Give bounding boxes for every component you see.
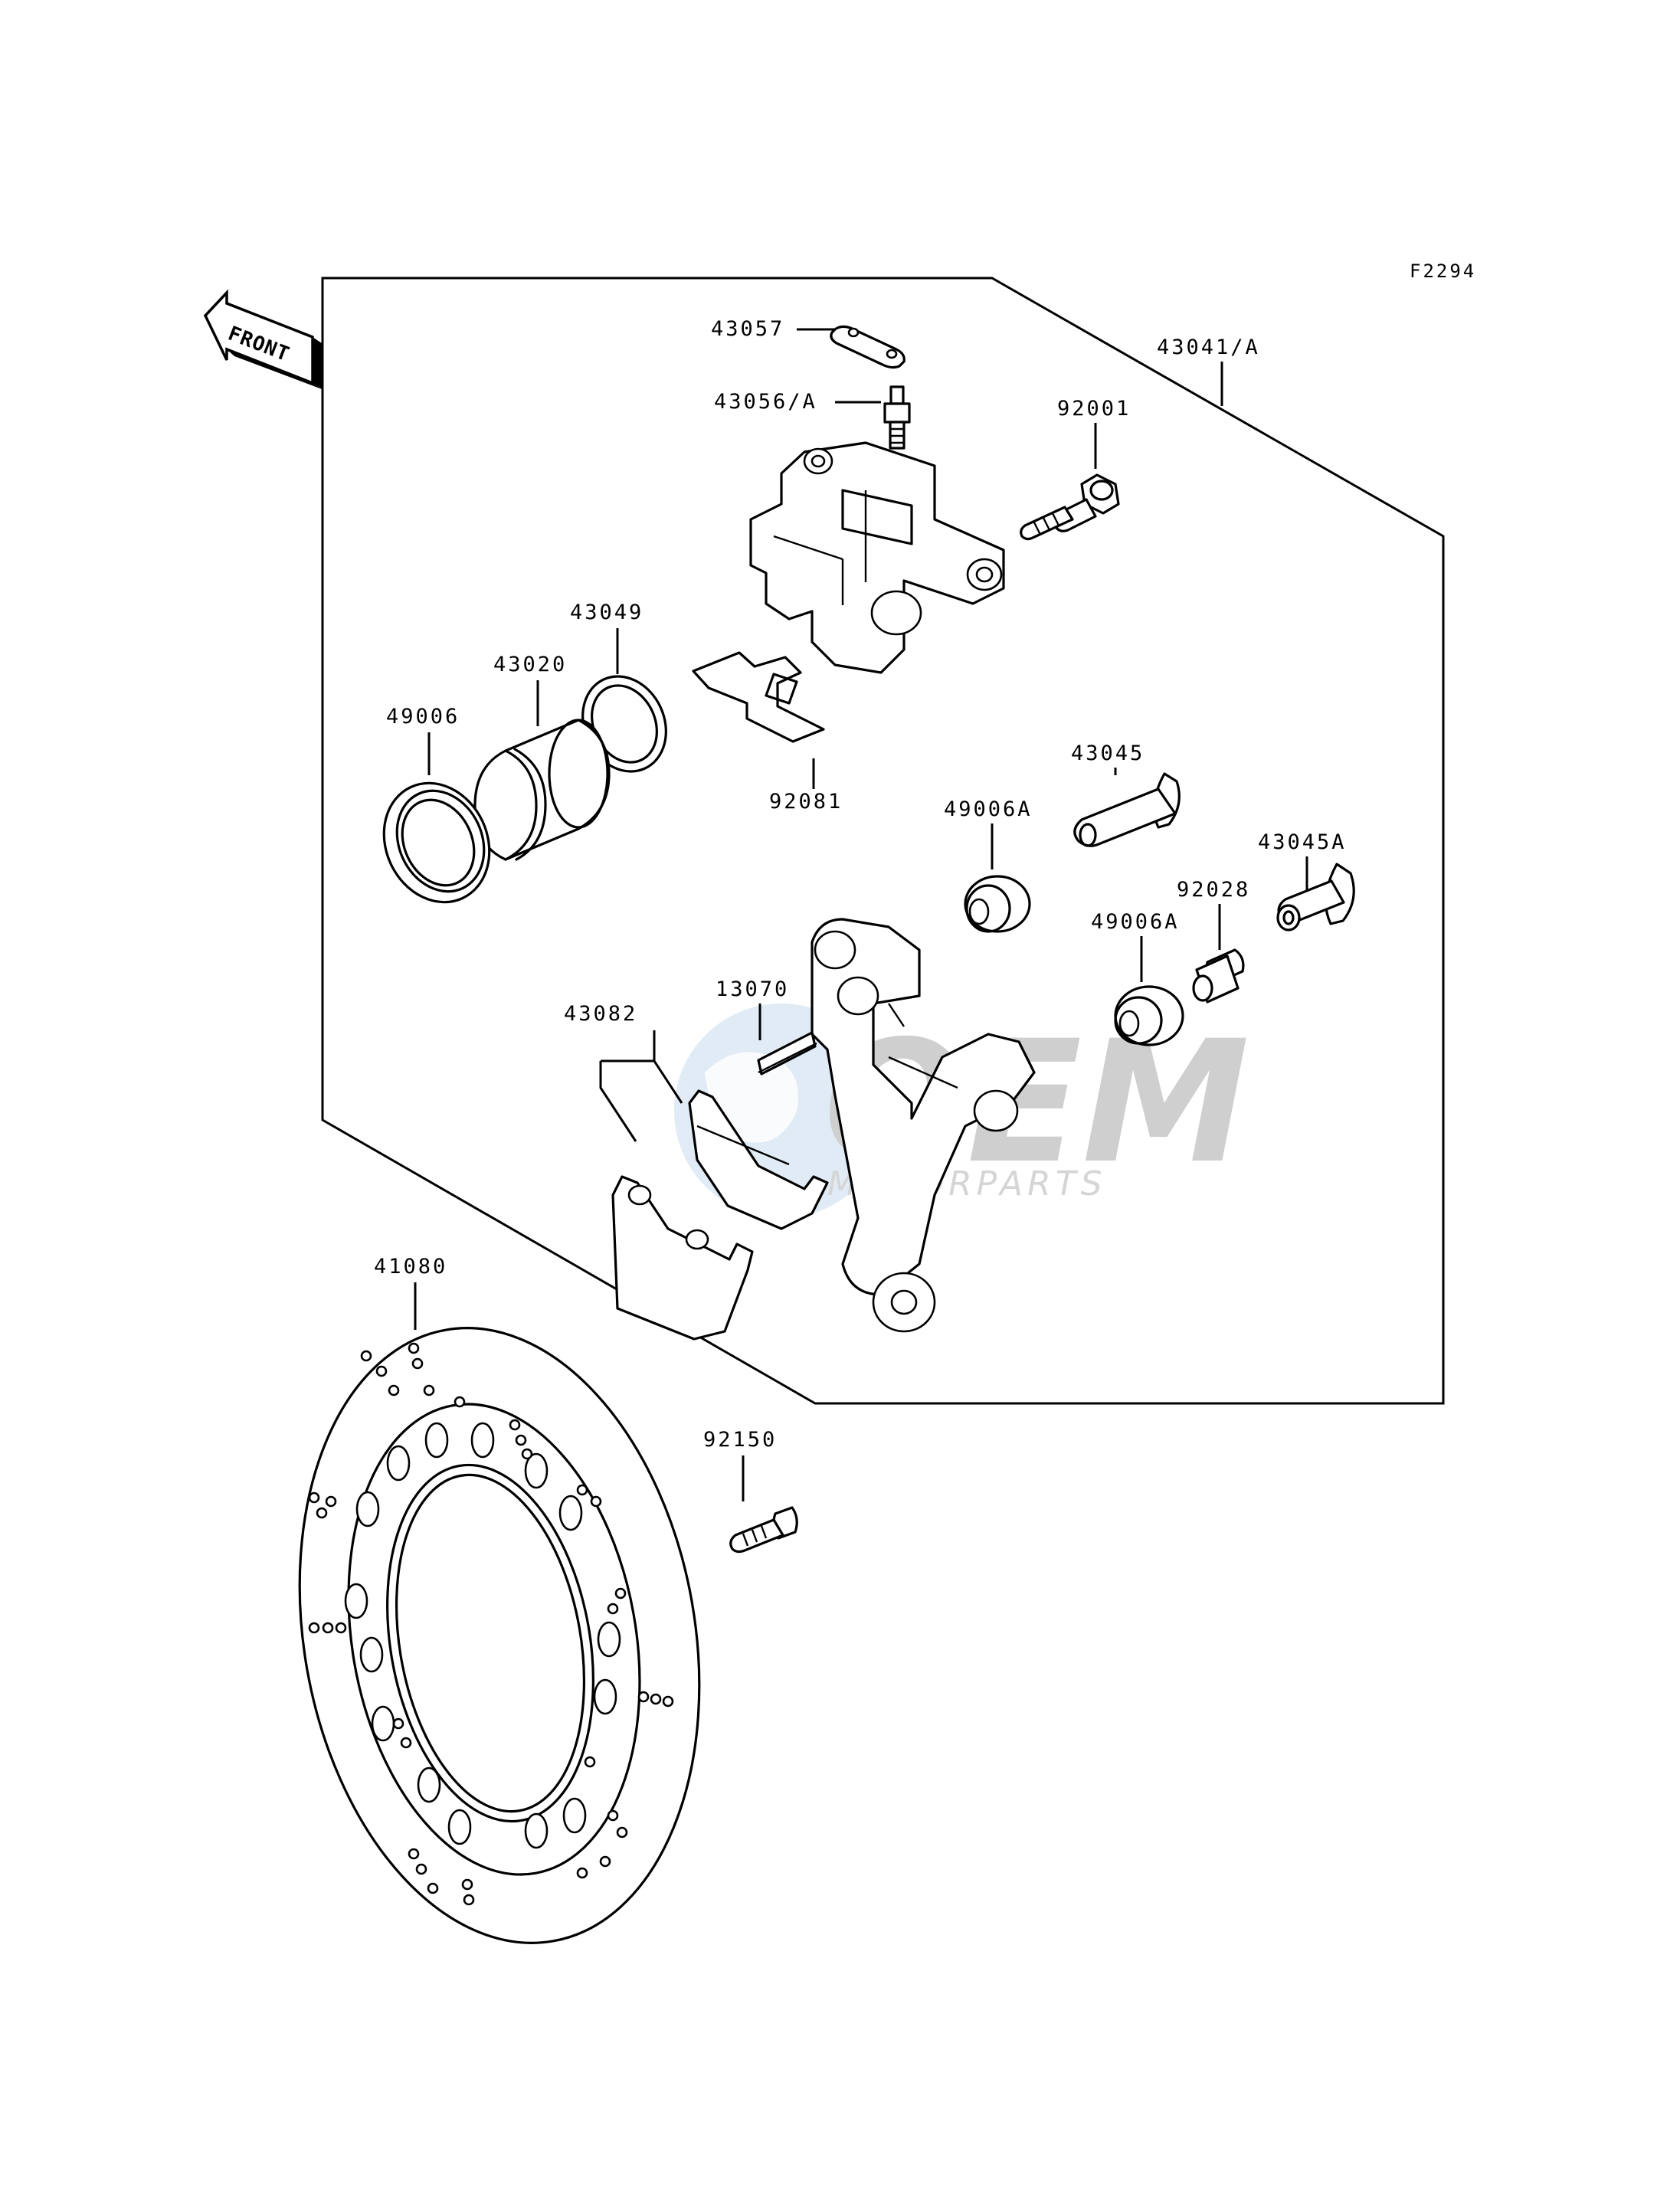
label-49006A-upper: 49006A <box>944 797 1033 821</box>
label-92150: 92150 <box>703 1428 777 1452</box>
caliper-bracket <box>811 918 1036 1333</box>
label-92001: 92001 <box>1057 397 1131 421</box>
bleeder-cap-43057 <box>830 325 905 369</box>
shim-13070 <box>757 1031 817 1076</box>
bolt-92001 <box>1020 473 1120 541</box>
caliper-body <box>749 441 1005 674</box>
label-43056A: 43056/A <box>714 390 817 414</box>
spring-clip-92081 <box>692 651 825 743</box>
boot-49006A-lower <box>1114 985 1184 1046</box>
disc-large-holes <box>344 1422 621 1849</box>
label-49006A-lower: 49006A <box>1091 910 1180 934</box>
label-43057: 43057 <box>711 317 784 341</box>
pin-43045A <box>1276 863 1355 932</box>
figure-code: F2294 <box>1410 260 1476 282</box>
sleeve-92028 <box>1192 948 1245 1004</box>
label-92081: 92081 <box>769 790 843 814</box>
label-43045A: 43045A <box>1258 830 1347 854</box>
front-arrow-icon: FRONT <box>203 289 322 389</box>
bolt-92150 <box>729 1506 798 1554</box>
brake-pads-43082 <box>611 1089 829 1341</box>
piston-43020 <box>473 719 611 861</box>
assembly-outline <box>321 277 1445 1405</box>
pin-43045 <box>1073 772 1181 847</box>
label-43045: 43045 <box>1071 742 1145 765</box>
label-43041A: 43041/A <box>1157 336 1260 359</box>
brake-disc-41080 <box>298 1327 701 1944</box>
bleeder-valve-43056A <box>883 385 911 450</box>
label-13070: 13070 <box>716 977 789 1001</box>
dust-seal-49006 <box>382 781 491 904</box>
label-43082: 43082 <box>564 1002 637 1026</box>
label-43049: 43049 <box>570 601 644 624</box>
disc-small-holes <box>308 1342 674 1906</box>
label-41080: 41080 <box>374 1255 447 1279</box>
label-49006: 49006 <box>386 705 460 729</box>
label-92028: 92028 <box>1177 878 1250 902</box>
label-43020: 43020 <box>493 653 567 676</box>
boot-49006A-upper <box>964 875 1031 933</box>
